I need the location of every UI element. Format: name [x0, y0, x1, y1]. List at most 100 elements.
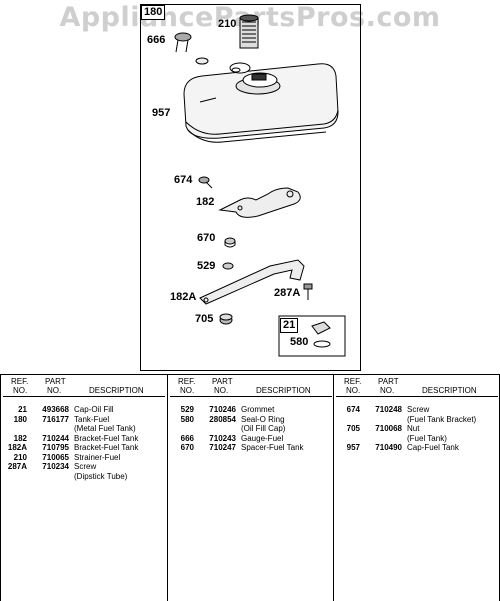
ref-number: 287A	[7, 462, 27, 471]
part-number: 710247	[209, 443, 236, 452]
part-description: (Dipstick Tube)	[74, 471, 128, 481]
fuel-tank-drawing	[183, 62, 339, 143]
leader-957	[199, 97, 217, 103]
ref-number: 670	[180, 443, 194, 452]
exploded-parts-diagram	[174, 14, 346, 357]
part-description: Bracket-Fuel Tank	[74, 433, 139, 443]
table-row: 674 710248 Screw(Fuel Tank Bracket)	[334, 405, 500, 424]
callout-666: 666	[147, 34, 166, 46]
callout-287a: 287A	[274, 287, 301, 299]
part-description: (Fuel Tank Bracket)	[407, 414, 477, 424]
ref-header: REF.	[11, 377, 29, 386]
part-description: Nut	[407, 424, 420, 433]
screw-287a-drawing	[303, 283, 313, 300]
part-number: 710234	[42, 462, 69, 471]
part-description: Seal-O Ring	[241, 414, 285, 424]
callout-182: 182	[196, 196, 215, 208]
description-header: DESCRIPTION	[89, 386, 144, 395]
ref-number: 210	[13, 452, 27, 462]
part-description: Bracket-Fuel Tank	[74, 443, 139, 452]
part-description: Screw	[407, 405, 430, 414]
table-row: 580 280854 Seal-O Ring(Oil Fill Cap)	[168, 415, 334, 434]
ref-number: 580	[180, 414, 194, 424]
part-description: Spacer-Fuel Tank	[241, 443, 304, 452]
part-header: PART	[45, 377, 66, 386]
description-header: DESCRIPTION	[422, 386, 477, 395]
callout-705: 705	[195, 313, 214, 325]
table-row: 287A 710234 Screw(Dipstick Tube)	[1, 462, 167, 481]
part-number: 710490	[375, 443, 402, 452]
table-row: 182A 710795 Bracket-Fuel Tank	[1, 443, 167, 453]
ref-number: 21	[18, 405, 27, 414]
part-description: Strainer-Fuel	[74, 452, 121, 462]
parts-box-21-580	[278, 315, 346, 357]
ref-number: 529	[180, 405, 194, 414]
bracket-182-drawing	[218, 187, 301, 218]
part-header: PART	[378, 377, 399, 386]
callout-957: 957	[152, 107, 171, 119]
callout-210: 210	[218, 18, 237, 30]
part-description: (Fuel Tank)	[407, 433, 447, 443]
callout-529: 529	[197, 260, 216, 272]
part-number: 710065	[42, 452, 69, 462]
part-description: Cap-Oil Fill	[74, 405, 114, 414]
part-number: 710244	[42, 433, 69, 443]
part-description: (Oil Fill Cap)	[241, 424, 286, 433]
part-number: 493668	[42, 405, 69, 414]
table-row: 210 710065 Strainer-Fuel	[1, 453, 167, 463]
callout-21: 21	[280, 318, 299, 333]
grommet-529-drawing	[222, 262, 234, 270]
table-row: 670 710247 Spacer-Fuel Tank	[168, 443, 334, 453]
ref-number: 182A	[7, 443, 27, 452]
callout-580: 580	[290, 336, 309, 348]
part-number: 710248	[375, 405, 402, 414]
part-header: PART	[212, 377, 233, 386]
part-description: Gauge-Fuel	[241, 433, 284, 443]
callout-180: 180	[141, 5, 166, 20]
header-rule	[170, 396, 332, 397]
part-description: Grommet	[241, 405, 275, 414]
part-header: NO.	[214, 386, 229, 395]
ref-number: 666	[180, 433, 194, 443]
diagram-frame	[140, 4, 361, 371]
fuel-strainer-drawing	[239, 14, 259, 49]
ref-header: NO.	[346, 386, 361, 395]
bracket-182a-drawing	[199, 259, 305, 305]
part-description: (Metal Fuel Tank)	[74, 424, 136, 433]
part-header: NO.	[47, 386, 62, 395]
callout-674: 674	[174, 174, 193, 186]
part-number: 280854	[209, 414, 236, 424]
part-number: 710243	[209, 433, 236, 443]
ref-header: NO.	[180, 386, 195, 395]
callout-670: 670	[197, 232, 216, 244]
spacer-670-drawing	[224, 237, 236, 248]
table-row: 957 710490 Cap-Fuel Tank	[334, 443, 500, 453]
part-number: 710068	[375, 424, 402, 433]
table-row: 21 493668 Cap-Oil Fill	[1, 405, 167, 415]
callout-182a: 182A	[170, 291, 197, 303]
part-description: Tank-Fuel	[74, 414, 110, 424]
ref-number: 180	[13, 414, 27, 424]
ref-number: 674	[346, 405, 360, 414]
ref-number: 957	[346, 443, 360, 452]
header-rule	[336, 396, 498, 397]
part-header: NO.	[380, 386, 395, 395]
nut-705-drawing	[219, 313, 233, 325]
table-row: 666 710243 Gauge-Fuel	[168, 434, 334, 444]
part-number: 710795	[42, 443, 69, 452]
part-description: Screw	[74, 462, 97, 471]
header-rule	[3, 396, 165, 397]
part-description: Cap-Fuel Tank	[407, 443, 459, 452]
